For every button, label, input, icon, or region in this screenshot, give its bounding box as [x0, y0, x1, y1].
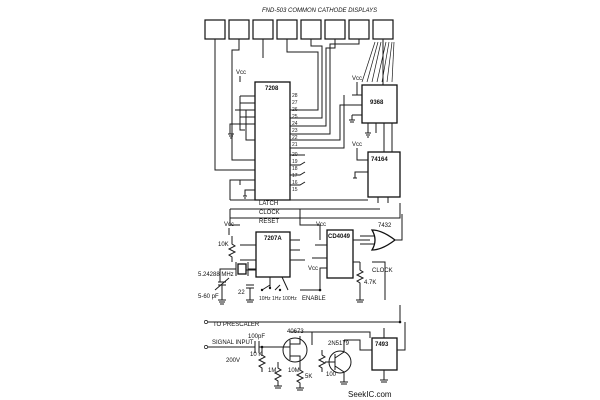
cap-22: 22 — [238, 284, 254, 303]
chip-7208: 7208 28 27 26 25 24 23 22 21 20 19 18 17… — [254, 81, 298, 201]
chip-7208-right-wires — [290, 154, 306, 186]
chip-cd4049-label: CD4049 — [328, 234, 351, 240]
latch-label: LATCH — [259, 201, 278, 207]
r-5k-label: 5K — [305, 374, 312, 380]
display-1 — [204, 19, 226, 40]
chip-7493: 7493 — [344, 322, 406, 383]
chip-74164: 74164 Vcc — [352, 142, 401, 203]
signal-input-label: SIGNAL INPUT — [212, 340, 254, 346]
pin-18: 18 — [292, 166, 298, 172]
r-input-label: 10 K — [250, 352, 262, 358]
display-2 — [228, 19, 250, 40]
r-1m: 1M — [268, 362, 283, 386]
clock-label: CLOCK — [259, 210, 280, 216]
vcc-label-6: Vcc — [316, 222, 326, 228]
signal-input: SIGNAL INPUT 200V — [204, 340, 255, 364]
chip-74164-label: 74164 — [371, 157, 388, 163]
chip-cd4049: CD4049 — [312, 229, 370, 290]
pin-22: 22 — [292, 135, 298, 141]
switch-note: 10Hz 1Hz 100Hz — [259, 296, 297, 302]
display-4 — [276, 19, 298, 40]
display-5 — [300, 19, 322, 40]
pin-25: 25 — [292, 114, 298, 120]
r-5k: 5K — [295, 365, 312, 388]
r-100: 100 — [317, 350, 337, 378]
chip-9368-label: 9368 — [370, 100, 384, 106]
pin-24: 24 — [292, 121, 298, 127]
chip-7208-label: 7208 — [265, 86, 279, 92]
or-gate-label: 7432 — [378, 223, 392, 229]
vcc-label-3: Vcc — [352, 142, 362, 148]
pin-28: 28 — [292, 93, 298, 99]
pin-21: 21 — [292, 142, 298, 148]
display-3 — [252, 19, 274, 40]
chip-7207a-label: 7207A — [264, 236, 282, 242]
reset-label: RESET — [259, 219, 279, 225]
vcc-label-4: Vcc — [224, 222, 234, 228]
r-4k7: 4.7K — [355, 262, 376, 303]
bjt-2n5179: 2N5179 — [325, 340, 352, 382]
display-7 — [348, 19, 370, 40]
voltage-label: 200V — [226, 358, 240, 364]
trim-cap-label: 5-60 pF — [198, 294, 219, 300]
r-100-label: 100 — [326, 372, 337, 378]
pin-16: 16 — [292, 180, 298, 186]
r-input-10k: 10 K — [250, 347, 267, 372]
chip-9368: 9368 Vcc — [349, 76, 398, 150]
trim-capacitor: 5-60 pF — [198, 277, 230, 305]
r-10m-label: 10M — [288, 368, 300, 374]
chip-7493-label: 7493 — [375, 342, 389, 348]
r-10k-label: 10K — [218, 242, 229, 248]
chip-7207a: 7207A — [240, 231, 305, 291]
diagram-title: FND-503 COMMON CATHODE DISPLAYS — [262, 8, 377, 14]
vcc-label-1: Vcc — [236, 70, 246, 76]
pin-19: 19 — [292, 159, 298, 165]
r-4k7-label: 4.7K — [364, 280, 376, 286]
pin-15: 15 — [292, 187, 298, 193]
cap-100pf-label: 100pF — [248, 334, 265, 340]
bjt-label: 2N5179 — [328, 341, 350, 347]
clock2-label: CLOCK — [372, 268, 393, 274]
crystal-freq-label: 5.24288 MHz — [198, 272, 234, 278]
jfet-40673: 40673 — [280, 329, 308, 365]
vcc-label-2: Vcc — [352, 76, 362, 82]
display-6 — [324, 19, 346, 40]
pin-17: 17 — [292, 173, 298, 179]
enable-label: ENABLE — [302, 296, 326, 302]
pin-26: 26 — [292, 107, 298, 113]
r-1m-label: 1M — [268, 368, 276, 374]
digit-wires — [214, 39, 395, 171]
pin-23: 23 — [292, 128, 298, 134]
pin-27: 27 — [292, 100, 298, 106]
control-lines — [229, 179, 401, 240]
crystal-oscillator: 5.24288 MHz — [198, 262, 256, 282]
watermark: SeekIC.com — [348, 390, 392, 399]
to-prescaler: TO PRESCALER — [204, 305, 401, 328]
vcc-label-5: Vcc — [308, 266, 318, 272]
display-8 — [372, 19, 394, 40]
to-prescaler-label: TO PRESCALER — [213, 322, 260, 328]
display-row — [204, 19, 394, 40]
r-10k-left: 10K — [218, 236, 237, 262]
or-gate-7432: 7432 — [360, 214, 403, 251]
cap-22-label: 22 — [238, 290, 245, 296]
bcd-bus — [290, 95, 362, 149]
